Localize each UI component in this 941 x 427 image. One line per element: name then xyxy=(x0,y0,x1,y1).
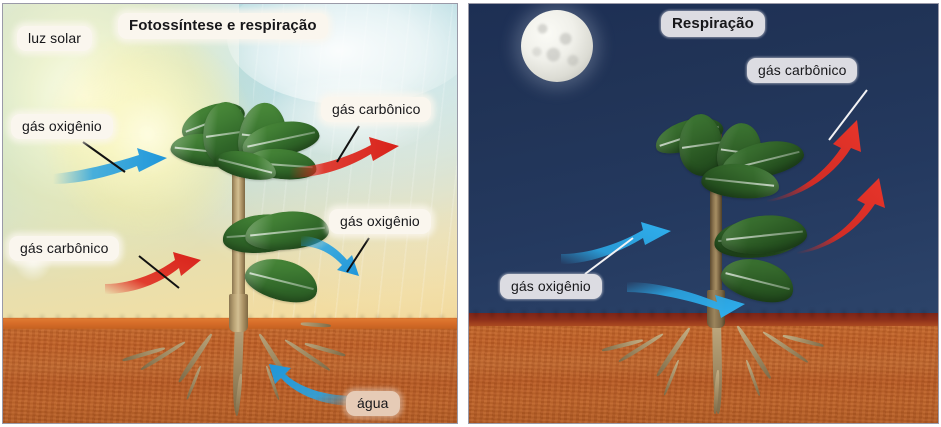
root-branch xyxy=(617,332,665,364)
label-gas-oxigenio-out[interactable]: gás oxigênio xyxy=(329,209,431,234)
arrow-oxygen-out xyxy=(301,236,359,276)
panel-title-respiration: Respiração xyxy=(661,11,765,37)
arrow-oxygen-in-lower xyxy=(627,282,745,318)
plant-icon xyxy=(3,4,457,423)
arrow-carbon-out-lower xyxy=(797,178,885,254)
root-branch xyxy=(139,340,187,372)
label-gas-carbonico-out[interactable]: gás carbônico xyxy=(321,97,432,122)
leaf-vein xyxy=(681,141,721,149)
leader-line-carbon-in xyxy=(138,255,180,289)
arrow-oxygen-in xyxy=(53,148,167,184)
arrow-oxygen-in-upper xyxy=(561,222,671,264)
leaf-vein xyxy=(726,230,803,240)
leader-line-oxygen-out xyxy=(346,237,370,273)
label-gas-carbonico-in[interactable]: gás carbônico xyxy=(9,236,120,261)
leader-line-carbon-out xyxy=(336,125,360,163)
label-gas-oxigenio-in[interactable]: gás oxigênio xyxy=(500,274,602,299)
label-agua[interactable]: água xyxy=(346,391,400,416)
label-gas-oxigenio-in[interactable]: gás oxigênio xyxy=(11,114,113,139)
label-gas-carbonico-out[interactable]: gás carbônico xyxy=(747,58,858,83)
leader-line-oxygen-in xyxy=(584,237,634,275)
label-luz-solar[interactable]: luz solar xyxy=(17,26,93,51)
panel-photosynthesis-day: luz solar Fotossíntese e respiração gás … xyxy=(2,3,458,424)
panel-respiration-night: Respiração gás carbônico gás oxigênio xyxy=(468,3,939,424)
panel-title-photosynthesis: Fotossíntese e respiração xyxy=(118,13,328,39)
root-branch xyxy=(300,322,331,328)
moon-icon xyxy=(521,10,593,82)
leader-line-carbon-out xyxy=(828,89,868,141)
root-branch xyxy=(782,334,824,348)
soil-surface-band xyxy=(469,313,938,326)
arrow-carbon-out-upper xyxy=(289,137,399,178)
leaf-vein xyxy=(218,158,273,174)
arrow-carbon-in-lower xyxy=(105,252,201,294)
plant-stem xyxy=(229,294,248,332)
leader-line-oxygen-in xyxy=(82,141,126,173)
arrow-water-uptake xyxy=(269,364,355,406)
arrow-carbon-out-upper xyxy=(767,120,861,202)
soil-crest xyxy=(469,310,938,318)
soil-icon xyxy=(469,310,938,423)
